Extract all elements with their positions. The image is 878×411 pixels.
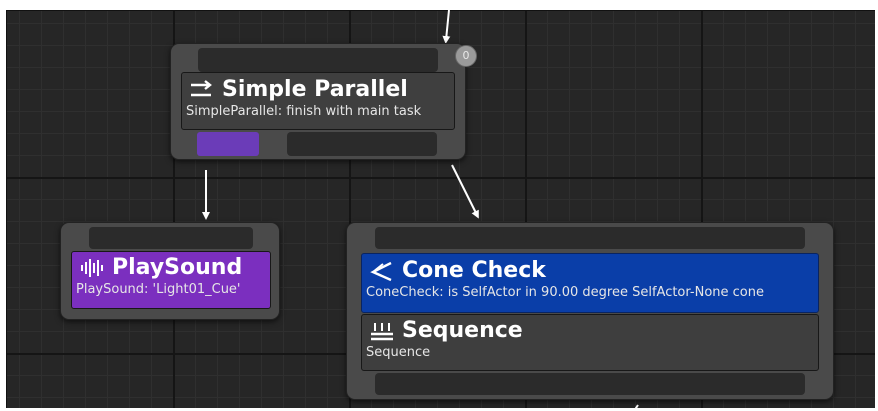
sequence-output-pin[interactable] (375, 373, 805, 395)
sequence-icon (368, 319, 396, 343)
execution-order-badge: 0 (455, 45, 477, 67)
playsound-node[interactable]: PlaySound PlaySound: 'Light01_Cue' (60, 222, 280, 320)
playsound-subtitle: PlaySound: 'Light01_Cue' (76, 282, 241, 297)
cone-check-decorator[interactable]: Cone Check ConeCheck: is SelfActor in 90… (361, 253, 819, 313)
parallel-main-task-pin[interactable] (197, 132, 259, 156)
simple-parallel-node[interactable]: Simple Parallel SimpleParallel: finish w… (170, 43, 466, 160)
simple-parallel-body[interactable]: Simple Parallel SimpleParallel: finish w… (181, 72, 455, 130)
sequence-subtitle: Sequence (366, 345, 431, 360)
parallel-background-pin[interactable] (287, 132, 437, 156)
cone-check-subtitle: ConeCheck: is SelfActor in 90.00 degree … (366, 285, 764, 300)
playsound-input-pin[interactable] (89, 227, 253, 249)
cone-check-title: Cone Check (402, 258, 546, 283)
sound-wave-icon (78, 256, 106, 280)
conecheck-input-pin[interactable] (375, 227, 805, 249)
parallel-input-pin[interactable] (198, 48, 438, 72)
cone-icon (368, 259, 396, 283)
playsound-title: PlaySound (112, 255, 243, 280)
parallel-arrows-icon (188, 78, 216, 102)
simple-parallel-title: Simple Parallel (222, 77, 408, 102)
playsound-body[interactable]: PlaySound PlaySound: 'Light01_Cue' (71, 251, 271, 309)
sequence-composite[interactable]: Sequence Sequence (361, 314, 819, 371)
simple-parallel-subtitle: SimpleParallel: finish with main task (186, 104, 422, 119)
conecheck-sequence-node[interactable]: Cone Check ConeCheck: is SelfActor in 90… (346, 222, 834, 400)
sequence-title: Sequence (402, 318, 523, 343)
